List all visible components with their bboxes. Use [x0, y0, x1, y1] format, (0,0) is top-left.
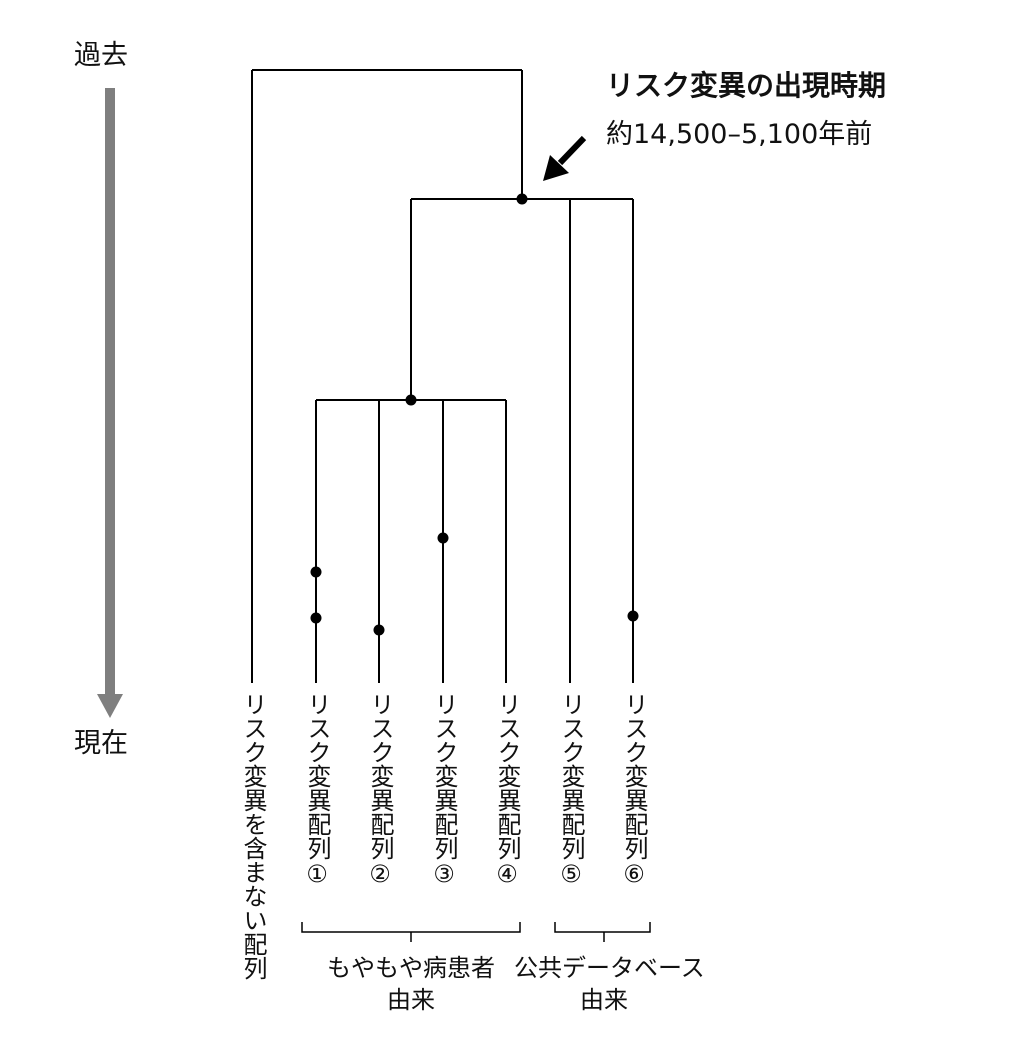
node-dot: [405, 394, 417, 406]
group-label-patient: もやもや病患者 由来: [291, 952, 531, 1016]
leaf-label-seq-2: リスク変異配列②: [366, 692, 394, 888]
mutation-dot: [310, 612, 322, 624]
mutation-dots: [310, 193, 639, 636]
bracket-patient: [301, 922, 521, 942]
present-label: 現在: [74, 728, 128, 759]
past-label: 過去: [74, 40, 128, 71]
group-label-database-line2: 由来: [580, 986, 628, 1014]
group-label-patient-line2: 由来: [387, 986, 435, 1014]
tree-branches: [251, 69, 634, 683]
mutation-dot: [437, 532, 449, 544]
group-label-database-line1: 公共データベース: [514, 954, 705, 982]
leaf-label-non-risk: リスク変異を含まない配列: [239, 692, 267, 980]
leaf-label-seq-6: リスク変異配列⑥: [620, 692, 648, 888]
mutation-dot: [373, 624, 385, 636]
mutation-dot: [310, 566, 322, 578]
bracket-database: [554, 922, 651, 942]
group-label-database: 公共データベース 由来: [514, 952, 705, 1016]
pointer-arrow: [543, 135, 587, 181]
annotation-title: リスク変異の出現時期: [606, 69, 887, 102]
annotation-subtitle: 約14,500–5,100年前: [606, 119, 873, 150]
risk-emergence-dot: [516, 193, 528, 205]
group-brackets: [301, 922, 651, 942]
leaf-label-seq-5: リスク変異配列⑤: [557, 692, 585, 888]
leaf-label-seq-4: リスク変異配列④: [493, 692, 521, 888]
mutation-dot: [627, 610, 639, 622]
leaf-label-seq-1: リスク変異配列①: [303, 692, 331, 888]
time-axis-arrow: [97, 88, 123, 718]
leaf-label-seq-3: リスク変異配列③: [430, 692, 458, 888]
group-label-patient-line1: もやもや病患者: [327, 954, 495, 982]
